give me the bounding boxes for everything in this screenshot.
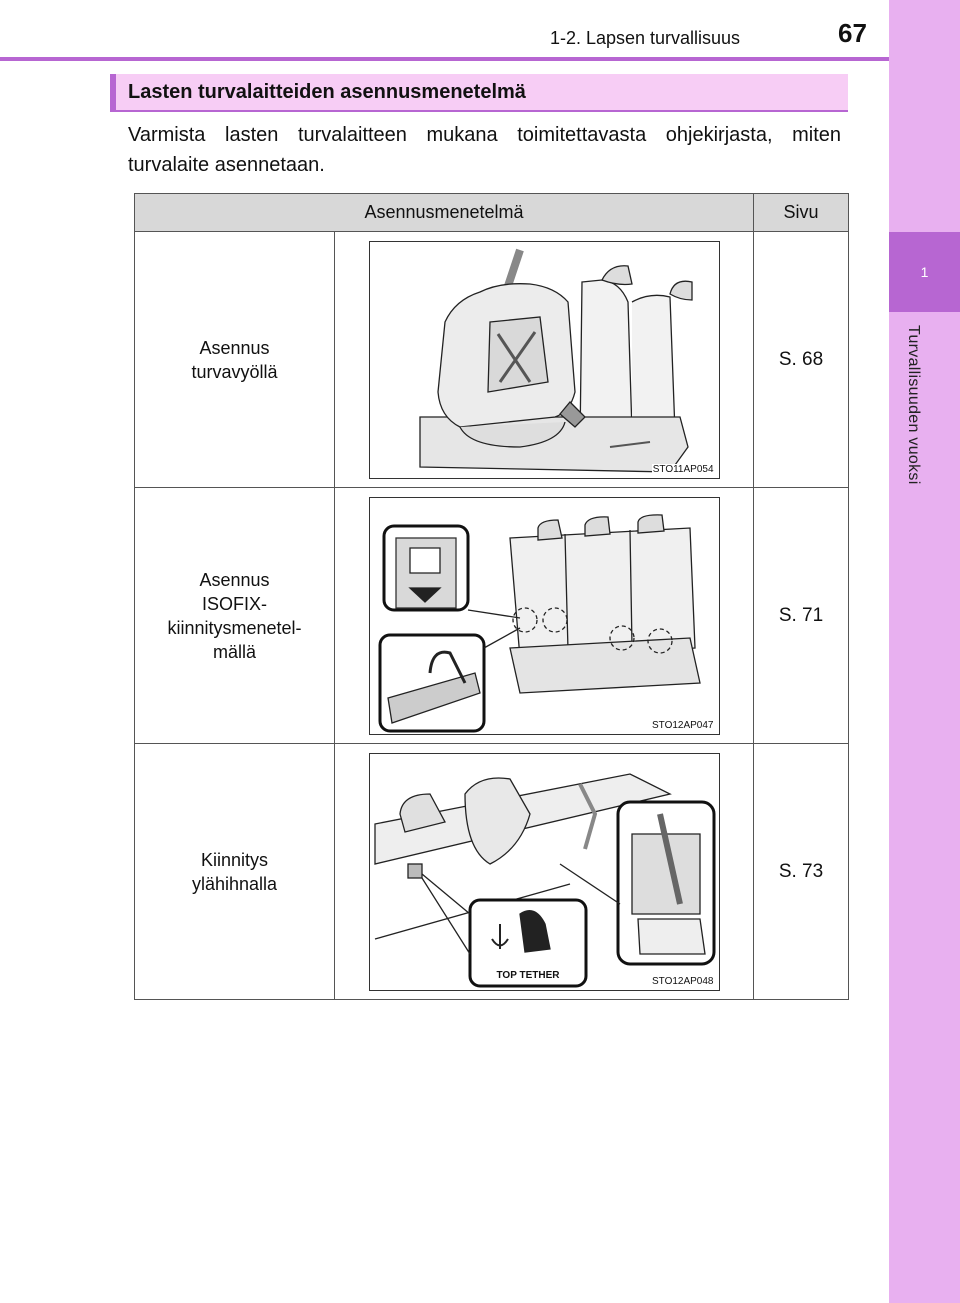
section-path: 1-2. Lapsen turvallisuus — [549, 28, 741, 48]
table-row: Asennus turvavyöllä — [134, 231, 849, 488]
label-line: Kiinnitys — [200, 849, 269, 870]
isofix-anchors-illustration — [378, 513, 701, 732]
label-line: turvavyöllä — [191, 361, 278, 382]
chapter-title: Turvallisuuden vuoksi — [905, 325, 922, 485]
table-row: Asennus ISOFIX- kiinnitysmenetel- mällä — [134, 487, 849, 744]
section-accent — [110, 74, 116, 110]
isofix-install-figure: STO12AP047 — [368, 496, 720, 735]
page-reference[interactable]: S. 71 — [753, 487, 849, 744]
header-method: Asennusmenetelmä — [134, 193, 754, 232]
chapter-tab[interactable]: 1 — [889, 232, 960, 312]
label-line: kiinnitysmenetel- — [167, 617, 302, 638]
top-tether-caption: TOP TETHER — [496, 970, 560, 981]
header-rule — [0, 57, 889, 61]
figure-code: STO12AP048 — [650, 975, 715, 987]
top-tether-illustration: TOP TETHER — [373, 772, 715, 987]
label-line: Asennus — [199, 337, 270, 358]
section-heading-bar: Lasten turvalaitteiden asennusmenetelmä — [110, 74, 848, 112]
child-seat-belt-illustration — [418, 248, 693, 473]
method-label: Asennus ISOFIX- kiinnitysmenetel- mällä — [134, 487, 335, 744]
table-row: Kiinnitys ylähihnalla — [134, 743, 849, 1000]
figure-cell: TOP TETHER STO12AP048 — [334, 743, 754, 1000]
figure-cell: STO12AP047 — [334, 487, 754, 744]
intro-paragraph: Varmista lasten turvalaitteen mukana toi… — [128, 124, 841, 176]
label-line: mällä — [212, 641, 256, 662]
label-line: Asennus — [199, 569, 270, 590]
side-thumb-strip — [889, 0, 960, 1303]
top-tether-figure: TOP TETHER STO12AP048 — [368, 752, 720, 991]
figure-code: STO12AP047 — [650, 719, 715, 731]
figure-code: STO11AP054 — [651, 463, 715, 475]
header-page: Sivu — [753, 193, 849, 232]
table-header-row: Asennusmenetelmä Sivu — [134, 193, 849, 232]
method-label: Asennus turvavyöllä — [134, 231, 335, 488]
label-line: ISOFIX- — [201, 593, 267, 614]
installation-methods-table: Asennusmenetelmä Sivu Asennus turvavyöll… — [134, 193, 849, 1000]
label-line: ylähihnalla — [191, 873, 278, 894]
method-label: Kiinnitys ylähihnalla — [134, 743, 335, 1000]
seatbelt-install-figure: STO11AP054 — [368, 240, 720, 479]
page-number: 67 — [838, 18, 867, 48]
page-reference[interactable]: S. 68 — [753, 231, 849, 488]
page-reference[interactable]: S. 73 — [753, 743, 849, 1000]
section-title: Lasten turvalaitteiden asennusmenetelmä — [128, 81, 526, 103]
figure-cell: STO11AP054 — [334, 231, 754, 488]
